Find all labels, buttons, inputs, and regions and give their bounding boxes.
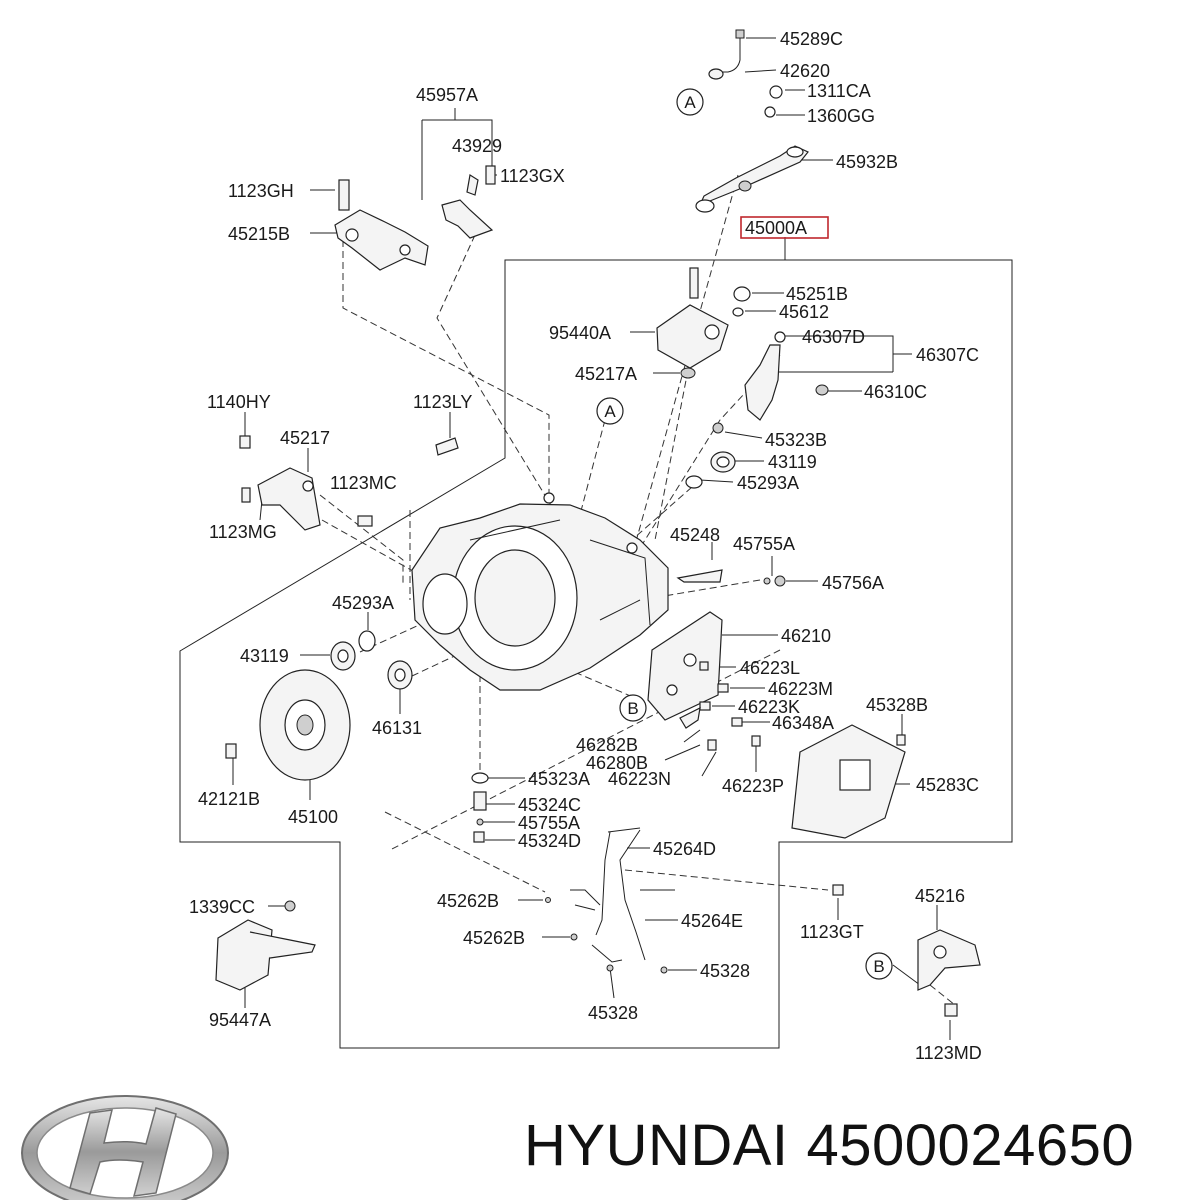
- part-label: 1123LY: [413, 392, 472, 412]
- part-label: 45283C: [916, 775, 979, 795]
- callout-a-top-label: A: [684, 93, 696, 112]
- bolts-46223: [679, 661, 761, 751]
- part-label: 45293A: [332, 593, 394, 613]
- part-label: 45248: [670, 525, 720, 545]
- part-label: 46282B: [576, 735, 638, 755]
- part-label: 1311CA: [807, 81, 871, 101]
- part-label: 46223M: [768, 679, 833, 699]
- part-label: 45264D: [653, 839, 716, 859]
- part-label: 46280B: [586, 753, 648, 773]
- part-label: 45328: [700, 961, 750, 981]
- part-label: 45251B: [786, 284, 848, 304]
- dashed-leaders: [319, 174, 956, 1006]
- hyundai-logo-icon: [21, 1095, 229, 1200]
- oil-pipes-45264: [545, 827, 844, 974]
- part-label: 46210: [781, 626, 831, 646]
- seals-43119-45293A: [685, 451, 736, 489]
- part-label: 45264E: [681, 911, 743, 931]
- callout-a-mid: [596, 397, 624, 425]
- cable-assembly-42620: [708, 29, 745, 80]
- part-label: 45612: [779, 302, 829, 322]
- part-label: 42620: [780, 61, 830, 81]
- part-label: 1123GH: [228, 181, 294, 201]
- part-label: 45328B: [866, 695, 928, 715]
- part-label: 1140HY: [207, 392, 271, 412]
- assembly-boundary: [179, 259, 1013, 1049]
- part-label: 46223P: [722, 776, 784, 796]
- part-label: 95447A: [209, 1010, 271, 1030]
- part-label: 45215B: [228, 224, 290, 244]
- part-label: 45756A: [822, 573, 884, 593]
- part-label: 45957A: [416, 85, 478, 105]
- highlight-box-45000A: [740, 216, 829, 239]
- part-label: 1339CC: [189, 897, 255, 917]
- drain-plug-45324C: [471, 772, 489, 843]
- part-label: 1123MC: [330, 473, 397, 493]
- part-label: 45755A: [518, 813, 580, 833]
- part-label: 45216: [915, 886, 965, 906]
- part-label: 46223N: [608, 769, 671, 789]
- part-label: 46348A: [772, 713, 834, 733]
- shift-lever-45932B: [695, 85, 809, 213]
- part-label: 1360GG: [807, 106, 875, 126]
- part-label: 46131: [372, 718, 422, 738]
- part-label: 45932B: [836, 152, 898, 172]
- callout-a-mid-label: A: [604, 402, 616, 421]
- solid-leaders: [232, 37, 951, 1040]
- part-label: 46307C: [916, 345, 979, 365]
- part-label: 45323B: [765, 430, 827, 450]
- part-number: 4500024650: [806, 1113, 1135, 1178]
- transmission-case: [411, 492, 669, 691]
- module-95447A: [215, 900, 316, 991]
- part-label: 1123GT: [800, 922, 864, 942]
- part-label: 46307D: [802, 327, 865, 347]
- callout-b-mid: [619, 694, 647, 722]
- part-label: 45324C: [518, 795, 581, 815]
- part-label: 1123MD: [915, 1043, 982, 1063]
- seals-left: [330, 630, 413, 690]
- bracket-45215B: [334, 179, 429, 271]
- part-label: 45755A: [733, 534, 795, 554]
- callout-b-mid-label: B: [627, 699, 638, 718]
- part-label: 46223K: [738, 697, 800, 717]
- part-label: 45293A: [737, 473, 799, 493]
- part-label: 45323A: [528, 769, 590, 789]
- oil-pan-45283C: [791, 724, 906, 839]
- part-label: 45324D: [518, 831, 581, 851]
- part-label: 43929: [452, 136, 502, 156]
- part-label: 1123GX: [500, 166, 565, 186]
- part-label: 95440A: [549, 323, 611, 343]
- part-label: 43119: [240, 646, 289, 666]
- mount-45217: [239, 435, 459, 531]
- brand-name: HYUNDAI: [524, 1113, 789, 1178]
- part-label: 45000A: [745, 218, 807, 238]
- part-label: 45217: [280, 428, 330, 448]
- part-label: 1123MG: [209, 522, 277, 542]
- part-label: 45217A: [575, 364, 637, 384]
- part-caption: HYUNDAI 4500024650: [524, 1112, 1152, 1179]
- torque-converter-45100: [225, 669, 351, 781]
- part-label: 42121B: [198, 789, 260, 809]
- valve-body-46210: [647, 569, 786, 721]
- part-labels: 45289C 42620 1311CA 1360GG 45932B 45000A…: [189, 29, 982, 1063]
- part-label: 43119: [768, 452, 817, 472]
- part-label: 46310C: [864, 382, 927, 402]
- part-label: 45100: [288, 807, 338, 827]
- callout-a-top: [676, 88, 704, 116]
- part-label: 45328: [588, 1003, 638, 1023]
- part-label: 45262B: [437, 891, 499, 911]
- part-label: 46223L: [740, 658, 800, 678]
- callout-circles: A A B B: [596, 88, 893, 980]
- harness-46307C: [712, 331, 829, 434]
- mount-45216: [917, 929, 981, 1017]
- bracket-45957A: [441, 165, 496, 239]
- sensor-95440A: [656, 267, 751, 379]
- part-label: 45289C: [780, 29, 843, 49]
- callout-b-right: [865, 952, 893, 980]
- callout-b-right-label: B: [873, 957, 884, 976]
- part-label: 45262B: [463, 928, 525, 948]
